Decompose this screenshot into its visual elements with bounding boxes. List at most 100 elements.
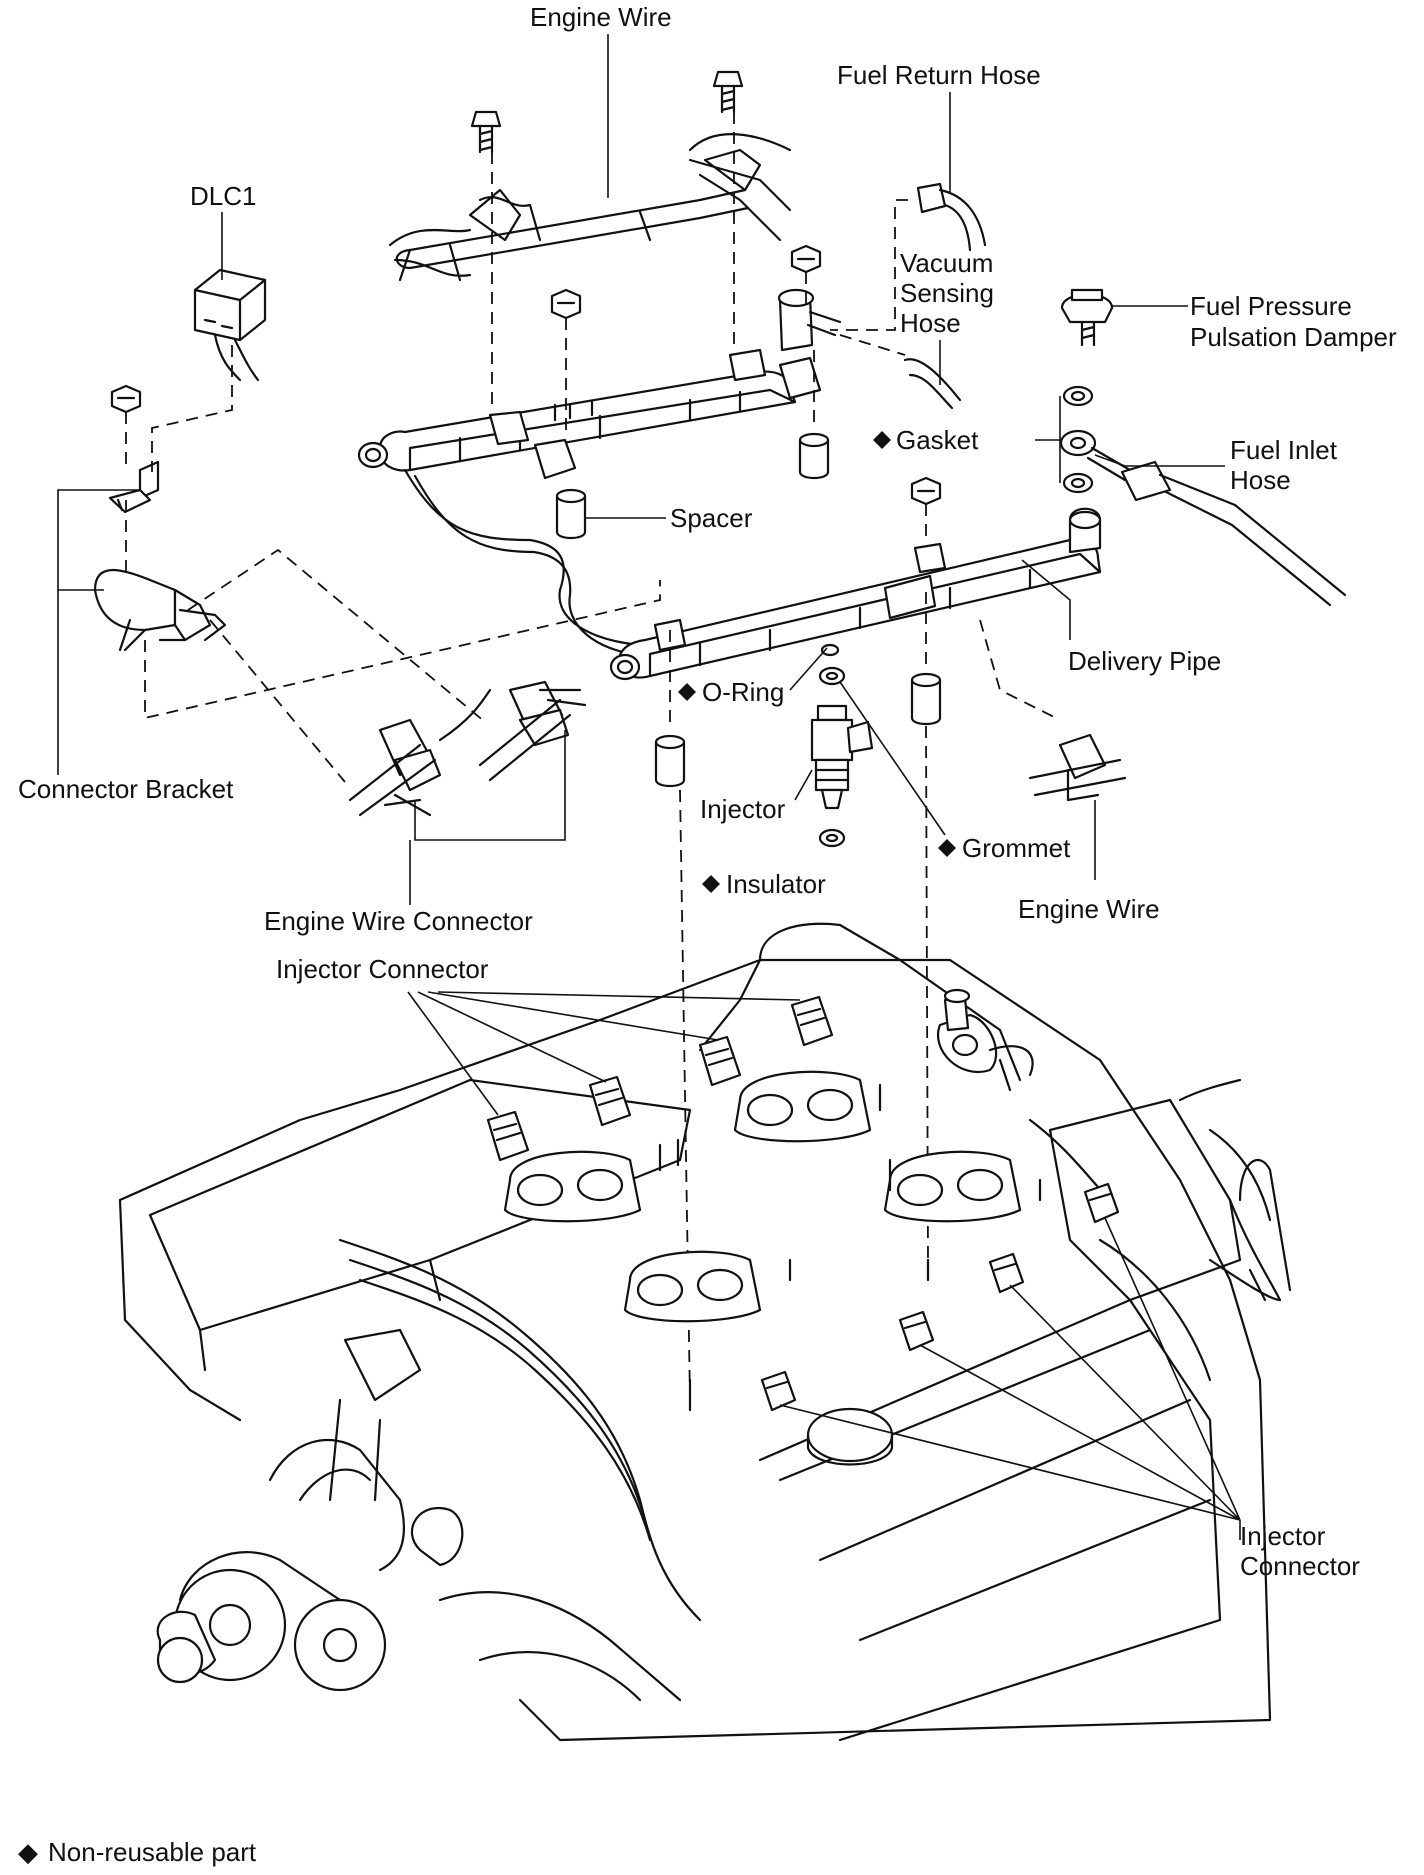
- svg-text:Hose: Hose: [900, 308, 961, 338]
- connector-bracket-lower: [93, 568, 227, 652]
- spacer-lower-left: [654, 734, 686, 788]
- label-engine-wire-right: Engine Wire: [1018, 894, 1160, 924]
- label-leader: [789, 647, 828, 691]
- label-leader: [794, 769, 813, 801]
- assembly-line: [830, 199, 908, 331]
- assembly-line: [979, 619, 1061, 721]
- svg-text:Fuel Inlet: Fuel Inlet: [1230, 435, 1338, 465]
- delivery-pipe-upper: [357, 348, 822, 480]
- svg-text:Fuel Return Hose: Fuel Return Hose: [837, 60, 1041, 90]
- svg-text:Vacuum: Vacuum: [900, 248, 993, 278]
- label-leader: [1035, 396, 1225, 483]
- svg-text:Sensing: Sensing: [900, 278, 994, 308]
- svg-text:Spacer: Spacer: [670, 503, 753, 533]
- fuel-inlet-hose: [1120, 460, 1347, 607]
- label-dlc1: DLC1: [190, 181, 256, 280]
- svg-text:Engine Wire: Engine Wire: [530, 2, 672, 32]
- label-o-ring: O-Ring: [678, 677, 784, 707]
- engine-wire-clip: [1028, 733, 1127, 802]
- svg-text:Insulator: Insulator: [726, 869, 826, 899]
- bolt-icon: [712, 70, 744, 114]
- injector-connector-5: [760, 1370, 797, 1412]
- label-leader: [1021, 559, 1071, 640]
- non-reusable-diamond-icon: [873, 431, 891, 449]
- svg-text:Injector: Injector: [700, 794, 786, 824]
- label-connector-bracket: Connector Bracket: [18, 774, 234, 804]
- legend-text: Non-reusable part: [48, 1837, 257, 1867]
- svg-text:Gasket: Gasket: [896, 425, 979, 455]
- spacer-lower-right: [910, 672, 942, 726]
- assembly-line: [839, 334, 906, 356]
- assembly-line: [209, 619, 346, 783]
- assembly-line: [151, 345, 233, 472]
- engine-wire-harness-top: [388, 133, 792, 282]
- engine-wire-connector-left: [348, 688, 492, 817]
- spacer-upper-left: [555, 488, 587, 540]
- non-reusable-diamond-icon: [678, 683, 696, 701]
- delivery-pipe-lower: [609, 507, 1102, 681]
- pressure-regulator: [777, 288, 842, 352]
- label-fuel-return-hose: Fuel Return Hose: [837, 60, 1041, 192]
- bolt-icon: [470, 110, 502, 154]
- nut-icon: [550, 288, 582, 320]
- label-injector-connector-right: Injector Connector: [1240, 1521, 1360, 1581]
- svg-text:Hose: Hose: [1230, 465, 1291, 495]
- gasket-lower: [1062, 472, 1094, 494]
- assembly-line: [144, 580, 661, 720]
- svg-text:Injector Connector: Injector Connector: [276, 954, 489, 984]
- svg-text:O-Ring: O-Ring: [702, 677, 784, 707]
- injector-connector-8: [1083, 1182, 1120, 1224]
- label-spacer: Spacer: [585, 503, 753, 533]
- injector-connector-2: [588, 1075, 632, 1127]
- label-injector: Injector: [700, 794, 786, 824]
- label-delivery-pipe: Delivery Pipe: [1068, 646, 1221, 676]
- label-leader: [57, 489, 140, 590]
- svg-text:Fuel Pressure: Fuel Pressure: [1190, 291, 1352, 321]
- fuel-return-hose: [916, 182, 987, 252]
- injector-connector-7: [988, 1252, 1025, 1294]
- grommet-part: [818, 666, 846, 686]
- label-leader: [414, 730, 566, 841]
- injector-connector-4: [790, 995, 834, 1047]
- label-leader: [839, 681, 946, 836]
- engine-assembly: [118, 922, 1292, 1742]
- fuel-crossover-line: [403, 468, 642, 647]
- fuel-crossover-line: [413, 474, 642, 657]
- label-engine-wire-top: Engine Wire: [530, 2, 672, 198]
- label-engine-wire-connector: Engine Wire Connector: [264, 840, 533, 936]
- gasket-upper: [1062, 385, 1094, 407]
- svg-text:Injector: Injector: [1240, 1521, 1326, 1551]
- label-insulator: Insulator: [702, 869, 826, 899]
- svg-text:Engine Wire Connector: Engine Wire Connector: [264, 906, 533, 936]
- label-injector-connector-top: Injector Connector: [276, 954, 489, 984]
- non-reusable-diamond-icon: [938, 839, 956, 857]
- spacer-upper-right: [798, 432, 830, 480]
- nut-icon: [110, 384, 142, 414]
- nut-icon: [790, 244, 822, 274]
- svg-text:DLC1: DLC1: [190, 181, 256, 211]
- svg-text:Engine Wire: Engine Wire: [1018, 894, 1160, 924]
- dlc1-connector: [193, 268, 267, 382]
- label-leader: [57, 589, 104, 775]
- insulator-part: [818, 828, 846, 848]
- label-leader: [779, 1217, 1241, 1521]
- connector-bracket-upper: [108, 460, 160, 514]
- svg-text:Connector Bracket: Connector Bracket: [18, 774, 234, 804]
- label-gasket: Gasket: [873, 425, 979, 455]
- injector-connector-1: [486, 1110, 530, 1162]
- legend-non-reusable: ◆ Non-reusable part: [18, 1837, 257, 1867]
- assembly-line: [187, 548, 486, 723]
- svg-text:Connector: Connector: [1240, 1551, 1360, 1581]
- fuel-pressure-pulsation-damper: [1060, 288, 1114, 347]
- label-fuel-inlet-hose: Fuel Inlet Hose: [1230, 435, 1338, 495]
- svg-text:Grommet: Grommet: [962, 833, 1071, 863]
- label-leader: [407, 991, 801, 1116]
- svg-text:Pulsation Damper: Pulsation Damper: [1190, 322, 1397, 352]
- engine-wire-connector-right: [478, 680, 587, 782]
- label-fuel-pressure-damper: Fuel Pressure Pulsation Damper: [1190, 291, 1397, 352]
- fuel-inlet-union: [1059, 429, 1132, 482]
- label-vacuum-sensing-hose: Vacuum Sensing Hose: [900, 248, 994, 385]
- fuel-injector: [810, 704, 874, 810]
- legend-symbol: ◆: [18, 1837, 38, 1867]
